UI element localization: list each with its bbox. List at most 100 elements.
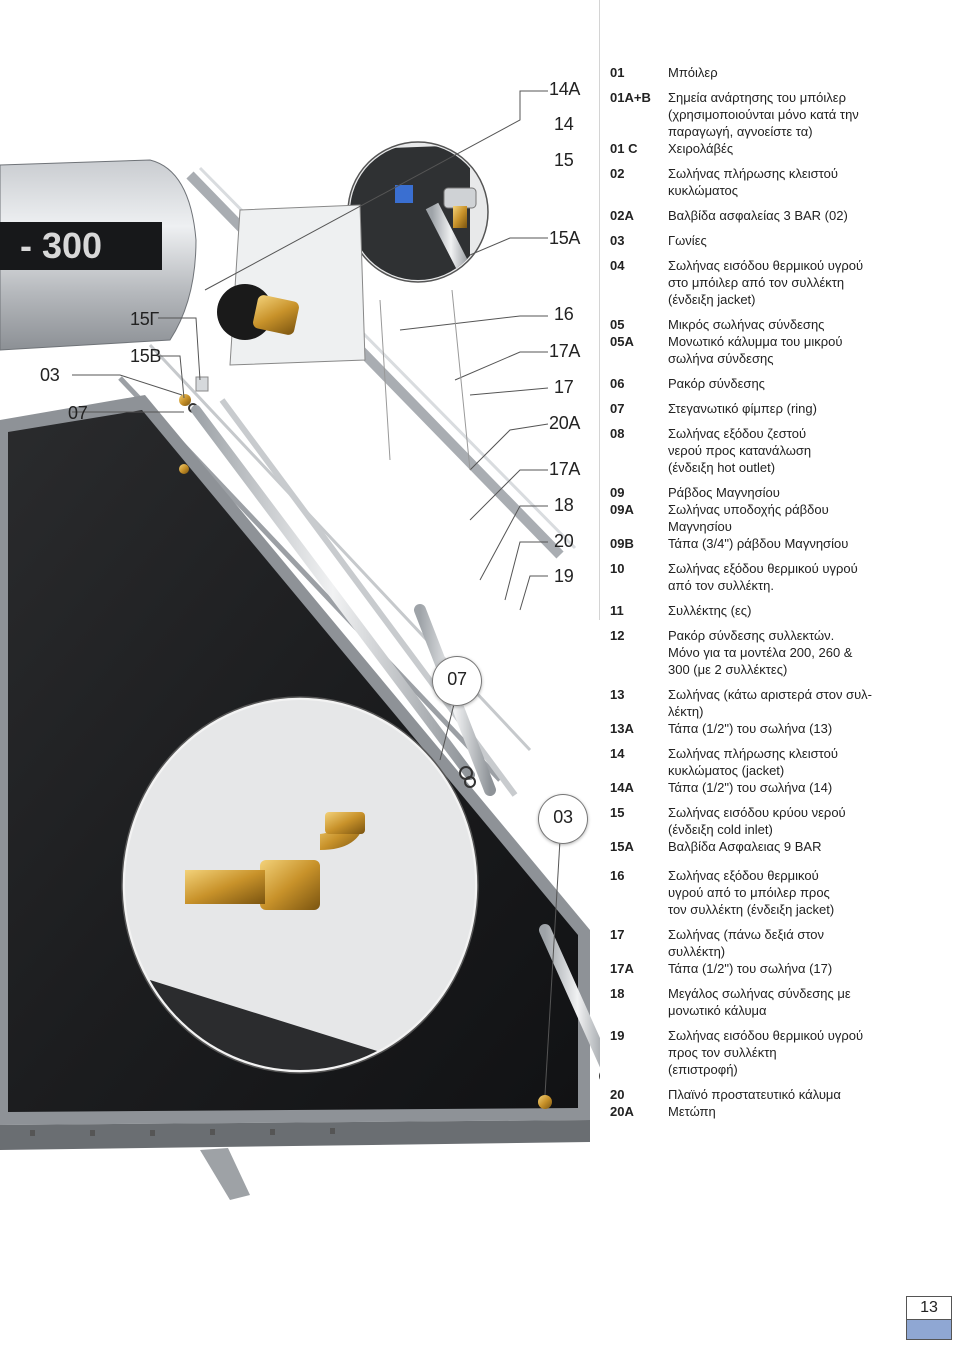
legend-code: 13Α [610, 721, 634, 736]
legend-description: Τάπα (1/2") του σωλήνα (17) [668, 960, 950, 977]
legend-description-line: λέκτη) [668, 704, 704, 719]
callout-15G: 15Γ [130, 309, 160, 329]
callout-03-bubble: 03 [538, 794, 588, 844]
legend-description: Σωλήνας (κάτω αριστερά στον συλ-λέκτη) [668, 686, 950, 720]
legend-code: 06 [610, 376, 625, 391]
legend-description-line: στο μπόιλερ από τον συλλέκτη [668, 275, 845, 290]
legend-description: Μονωτικό κάλυμμα του μικρού σωλήνα σύνδεσ… [668, 333, 950, 367]
legend-description-line: Χειρολάβές [668, 141, 734, 156]
legend-code: 09Α [610, 502, 634, 517]
legend-code: 19 [610, 1028, 625, 1043]
legend-description-line: Πλαϊνό προστατευτικό κάλυμα [668, 1087, 841, 1102]
legend-code: 02 [610, 166, 625, 181]
legend-description: Στεγανωτικό φίμπερ (ring) [668, 400, 950, 417]
legend-description-line: Μονωτικό κάλυμμα του μικρού [668, 334, 843, 349]
callout-15B: 15B [130, 346, 162, 366]
legend-code: 10 [610, 561, 625, 576]
legend-description-line: από τον συλλέκτη. [668, 578, 775, 593]
legend-row: 10 Σωλήνας εξόδου θερμικού υγρού από τον σ… [610, 560, 950, 594]
legend-code: 14 [610, 746, 625, 761]
legend-code: 09Β [610, 536, 634, 551]
legend-description: Σωλήνας εξόδου θερμικού υγρού από τον συλ… [668, 560, 950, 594]
legend-description-line: Σωλήνας εξόδου θερμικού υγρού [668, 561, 858, 576]
legend-code: 15 [610, 805, 625, 820]
legend-row: 05Α Μονωτικό κάλυμμα του μικρού σωλήνα σύν… [610, 333, 950, 367]
exploded-view-illustration: - 300 [0, 0, 600, 1200]
legend-description-line: Συλλέκτης (ες) [668, 603, 752, 618]
legend-code: 04 [610, 258, 625, 273]
legend-description-line: Σωλήνας εξόδου θερμικού [668, 868, 819, 883]
legend-code: 01 C [610, 141, 638, 156]
legend-description-line: Τάπα (3/4") ράβδου Μαγνησίου [668, 536, 849, 551]
legend-description-line: Σωλήνας υποδοχής ράβδου [668, 502, 829, 517]
legend-description: Τάπα (1/2") του σωλήνα (14) [668, 779, 950, 796]
legend-code: 14Α [610, 780, 634, 795]
callout-17A-mid: 17A [549, 459, 581, 479]
legend-row: 07 Στεγανωτικό φίμπερ (ring) [610, 400, 950, 417]
legend-description-line: Μπόιλερ [668, 65, 718, 80]
callout-15: 15 [554, 150, 574, 170]
callout-07-bubble-text: 07 [447, 669, 467, 689]
legend-description-line: (χρησιμοποιούνται μόνο κατά την [668, 107, 859, 122]
legend-code: 13 [610, 687, 625, 702]
legend-row: 02 Σωλήνας πλήρωσης κλειστού κυκλώματος [610, 165, 950, 199]
legend-description: Σωλήνας πλήρωσης κλειστού κυκλώματος [668, 165, 950, 199]
legend-description-line: Μόνο για τα μοντέλα 200, 260 & [668, 645, 853, 660]
legend-code: 17Α [610, 961, 634, 976]
callout-07-bubble: 07 [432, 656, 482, 706]
legend-description-line: Σωλήνας (πάνω δεξιά στον [668, 927, 825, 942]
legend-code: 01 [610, 65, 625, 80]
callout-15A: 15A [549, 228, 581, 248]
legend-code: 03 [610, 233, 625, 248]
legend-description-line: Μεγάλος σωλήνας σύνδεσης με [668, 986, 851, 1001]
legend-description-line: Γωνίες [668, 233, 707, 248]
legend-description-line: σωλήνα σύνδεσης [668, 351, 774, 366]
legend-row: 14Α Τάπα (1/2") του σωλήνα (14) [610, 779, 950, 796]
legend-description-line: (ένδειξη cold inlet) [668, 822, 773, 837]
legend-description-line: Σωλήνας εισόδου θερμικού υγρού [668, 1028, 864, 1043]
legend-code: 08 [610, 426, 625, 441]
callout-14: 14 [554, 114, 574, 134]
legend-description: Σωλήνας εισόδου θερμικού υγρού προς τον σ… [668, 1027, 950, 1078]
legend-description-line: (ένδειξη jacket) [668, 292, 756, 307]
legend-description-line: κυκλώματος [668, 183, 739, 198]
legend-code: 05Α [610, 334, 634, 349]
solar-heater-drawing: - 300 [0, 0, 600, 1200]
legend-description-line: Στεγανωτικό φίμπερ (ring) [668, 401, 817, 416]
legend-row: 13 Σωλήνας (κάτω αριστερά στον συλ-λέκτη) [610, 686, 950, 720]
legend-description: Μετώπη [668, 1103, 950, 1120]
legend-description-line: Βαλβίδα Ασφαλειας 9 BAR [668, 839, 822, 854]
legend-code: 07 [610, 401, 625, 416]
legend-code: 16 [610, 868, 625, 883]
legend-description-line: προς τον συλλέκτη [668, 1045, 777, 1060]
tank-model-label: - 300 [20, 225, 102, 266]
callout-17A-top: 17A [549, 341, 581, 361]
legend-description-line: Σημεία ανάρτησης του μπόιλερ [668, 90, 846, 105]
legend-description-line: Βαλβίδα ασφαλείας 3 BAR (02) [668, 208, 848, 223]
callout-07-left: 07 [68, 403, 88, 423]
legend-description-line: Σωλήνας πλήρωσης κλειστού [668, 166, 838, 181]
page-number: 13 [906, 1296, 952, 1320]
legend-description: Μπόιλερ [668, 64, 950, 81]
legend-description-line: τον συλλέκτη (ένδειξη jacket) [668, 902, 835, 917]
legend-description-line: Σωλήνας εισόδου κρύου νερού [668, 805, 846, 820]
legend-description: Ράβδος Μαγνησίου [668, 484, 950, 501]
legend-description-line: Μετώπη [668, 1104, 716, 1119]
